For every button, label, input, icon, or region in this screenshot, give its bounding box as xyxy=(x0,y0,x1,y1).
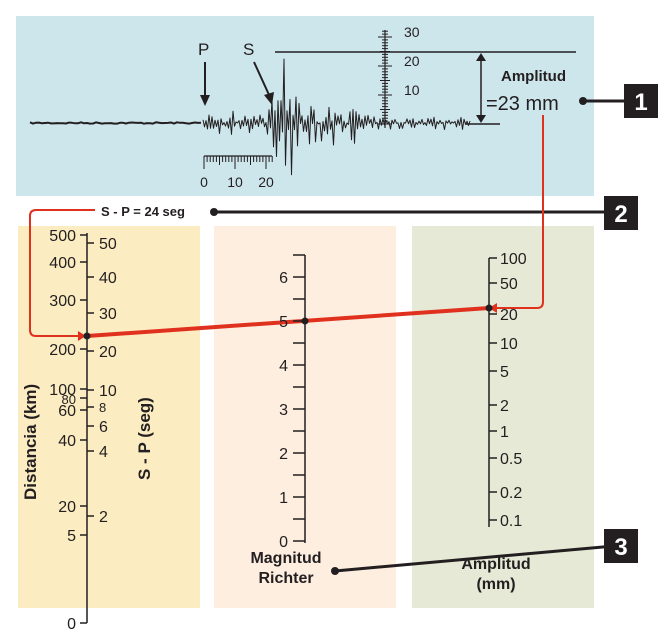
ruler-tick-30: 30 xyxy=(404,24,420,40)
sp-tick-4: 4 xyxy=(99,444,108,461)
magnitude-tick-2: 2 xyxy=(279,446,288,463)
amplitude-title: Amplitud xyxy=(501,68,566,85)
magnitude-tick-4: 4 xyxy=(279,358,288,375)
marker-2: 2 xyxy=(614,201,627,228)
magnitude-tick-6: 6 xyxy=(279,270,288,287)
distance-tick-400: 400 xyxy=(49,255,76,272)
time-tick-0: 0 xyxy=(200,174,208,190)
distance-tick-20: 20 xyxy=(58,499,76,516)
magnitude-tick-5: 5 xyxy=(279,314,288,331)
amplitude-bracket xyxy=(275,51,576,125)
distance-axis-label: Distancia (km) xyxy=(21,384,40,500)
amplitude-ruler-labels: 30 20 10 xyxy=(404,24,420,98)
distance-tick-200: 200 xyxy=(49,342,76,359)
distance-axis xyxy=(80,233,94,624)
magnitude-tick-3: 3 xyxy=(279,402,288,419)
p-label: P xyxy=(198,40,209,59)
distance-tick-0: 0 xyxy=(67,616,76,633)
amplitude-panel xyxy=(412,226,594,608)
amplitude-tick-10: 10 xyxy=(500,336,518,353)
distance-tick-100: 100 xyxy=(49,382,76,399)
amplitude-tick-0-1: 0.1 xyxy=(500,513,522,530)
magnitude-reading-dot xyxy=(301,317,309,325)
callout-1-dot xyxy=(579,97,587,105)
sp-tick-labels: 50 40 30 20 10 8 6 4 2 xyxy=(99,236,117,526)
sp-tick-40: 40 xyxy=(99,270,117,287)
magnitude-tick-labels: 6 5 4 3 2 1 0 xyxy=(279,270,288,551)
distance-tick-40: 40 xyxy=(58,433,76,450)
sp-tick-50: 50 xyxy=(99,236,117,253)
distance-tick-300: 300 xyxy=(49,293,76,310)
sp-reading: S - P = 24 seg xyxy=(101,204,185,219)
seismogram-panel xyxy=(16,16,594,196)
distance-tick-5: 5 xyxy=(67,528,76,545)
p-arrow: P xyxy=(198,40,210,106)
distance-reading-dot xyxy=(83,332,91,340)
marker-3: 3 xyxy=(614,534,627,561)
amplitude-tick-0-5: 0.5 xyxy=(500,451,522,468)
marker-1-box xyxy=(624,84,658,118)
time-tick-10: 10 xyxy=(227,174,243,190)
amplitude-reading-dot xyxy=(485,304,493,312)
marker-2-box xyxy=(604,196,638,230)
red-connector xyxy=(29,115,544,341)
sp-tick-8: 8 xyxy=(99,400,106,415)
amplitude-tick-20: 20 xyxy=(500,307,518,324)
distance-tick-500: 500 xyxy=(49,228,76,245)
magnitude-axis xyxy=(293,254,306,543)
time-tick-20: 20 xyxy=(258,174,274,190)
sp-tick-30: 30 xyxy=(99,306,117,323)
amplitude-axis-label-line1: Amplitud xyxy=(461,556,530,573)
callout-3-dot xyxy=(331,567,339,575)
marker-1: 1 xyxy=(634,89,647,116)
distance-tick-80: 80 xyxy=(62,392,76,407)
magnitude-tick-0: 0 xyxy=(279,534,288,551)
amplitude-tick-1: 1 xyxy=(500,424,509,441)
sp-tick-6: 6 xyxy=(99,419,108,436)
amplitude-tick-labels: 100 50 20 10 5 2 1 0.5 0.2 0.1 xyxy=(500,251,527,530)
magnitude-label-line2: Richter xyxy=(258,570,313,587)
sp-tick-20: 20 xyxy=(99,344,117,361)
callout-2-dot xyxy=(210,208,218,216)
s-arrow: S xyxy=(243,40,274,105)
ruler-tick-10: 10 xyxy=(404,82,420,98)
callout-3-line xyxy=(334,544,615,573)
seismogram-trace xyxy=(29,58,471,176)
magnitude-tick-1: 1 xyxy=(279,490,288,507)
amplitude-tick-5: 5 xyxy=(500,364,509,381)
time-scale xyxy=(203,155,273,169)
amplitude-tick-0-2: 0.2 xyxy=(500,485,522,502)
time-scale-labels: 0 10 20 xyxy=(200,174,274,190)
amplitude-axis-label-line2: (mm) xyxy=(476,576,515,593)
marker-3-box xyxy=(604,529,638,563)
distance-tick-60: 60 xyxy=(58,403,76,420)
amplitude-tick-100: 100 xyxy=(500,251,527,268)
magnitude-label-line1: Magnitud xyxy=(250,550,321,567)
sp-tick-2: 2 xyxy=(99,509,108,526)
s-label: S xyxy=(243,40,254,59)
ruler-tick-20: 20 xyxy=(404,53,420,69)
distance-tick-labels: 500 400 300 200 100 80 60 40 20 5 0 xyxy=(49,228,76,633)
distance-panel xyxy=(18,226,200,608)
amplitude-tick-2: 2 xyxy=(500,398,509,415)
sp-axis-label: S - P (seg) xyxy=(135,397,154,480)
amplitude-ruler xyxy=(378,30,392,128)
amplitude-tick-50: 50 xyxy=(500,276,518,293)
amplitude-value: =23 mm xyxy=(486,93,559,115)
sp-tick-10: 10 xyxy=(99,383,117,400)
amplitude-axis xyxy=(488,257,497,527)
